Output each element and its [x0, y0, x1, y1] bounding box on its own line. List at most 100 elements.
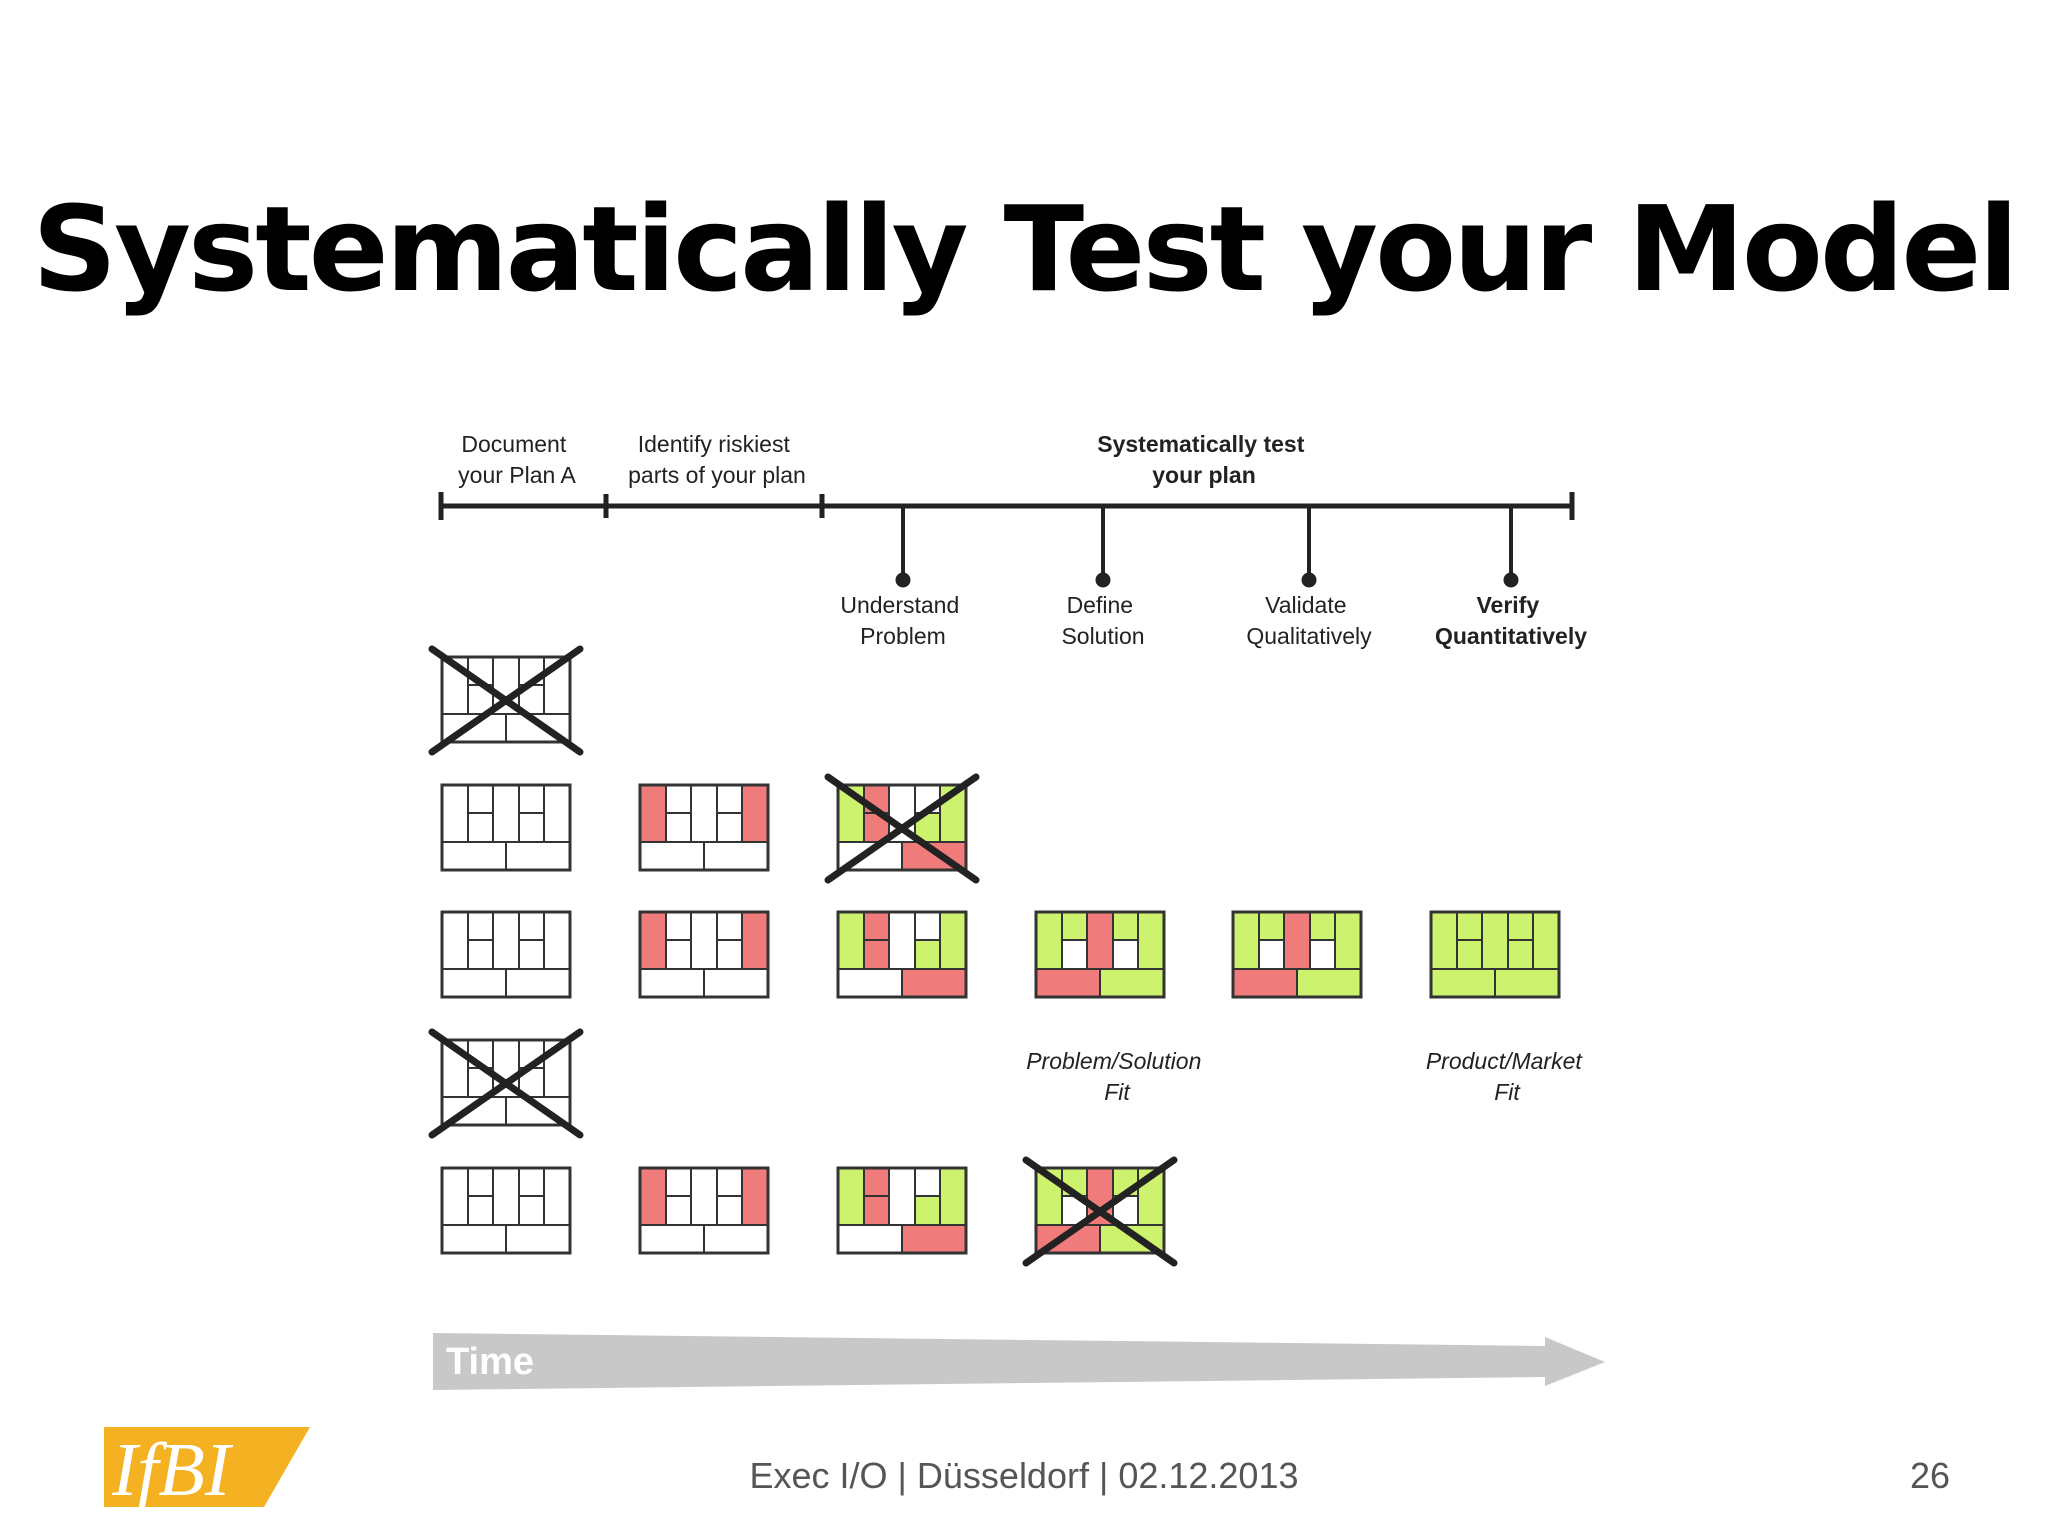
canvas-thumbnail [1034, 910, 1166, 999]
canvas-cell [1309, 939, 1336, 970]
canvas-outline [638, 1166, 770, 1255]
canvas-cell [1232, 911, 1260, 970]
phase-label-document: Document your Plan A [458, 431, 576, 488]
canvas-outline [836, 1166, 968, 1255]
canvas-thumbnail-discarded [824, 773, 980, 884]
canvas-cell [914, 1167, 941, 1197]
canvas-cell [690, 784, 718, 843]
canvas-cell [665, 812, 692, 843]
canvas-cell [441, 784, 469, 843]
canvas-cell [1430, 911, 1458, 970]
canvas-cell [441, 968, 507, 998]
canvas-cell [665, 911, 692, 941]
canvas-cell [1061, 911, 1088, 941]
canvas-thumbnail [1429, 910, 1561, 999]
canvas-cell [467, 1167, 494, 1197]
footer-text: Exec I/O | Düsseldorf | 02.12.2013 [749, 1455, 1299, 1496]
canvas-cell [888, 911, 916, 970]
fit-label-product-market: Product/Market Fit [1426, 1048, 1588, 1105]
canvas-cell [639, 911, 667, 970]
canvas-thumbnail [1231, 910, 1363, 999]
canvas-thumbnail [440, 783, 572, 872]
canvas-cell [1532, 911, 1560, 970]
canvas-outline [1034, 910, 1166, 999]
canvas-outline [836, 783, 968, 872]
page-number: 26 [1909, 1455, 1950, 1496]
canvas-cell [441, 1224, 507, 1254]
canvas-cell [1035, 968, 1101, 998]
milestone-dot [1301, 572, 1317, 588]
ifbi-logo: IfBI [104, 1427, 310, 1507]
canvas-cell [467, 784, 494, 814]
canvas-cell [914, 1195, 941, 1226]
canvas-cell [665, 1195, 692, 1226]
canvas-cell [1309, 911, 1336, 941]
milestone-label-validate: Validate Qualitatively [1246, 592, 1372, 649]
canvas-cell [863, 911, 890, 941]
canvas-cell [837, 1224, 903, 1254]
canvas-cell [665, 939, 692, 970]
canvas-cell [518, 1167, 545, 1197]
canvas-cell [863, 939, 890, 970]
canvas-cell [665, 1167, 692, 1197]
canvas-cell [1099, 968, 1165, 998]
canvas-cell [467, 911, 494, 941]
canvas-outline [440, 1038, 572, 1127]
canvas-cell [939, 1167, 967, 1226]
cross-out-line [428, 645, 584, 756]
canvas-cell [863, 1167, 890, 1197]
canvas-cell [716, 784, 743, 814]
canvas-cell [505, 841, 571, 871]
canvas-outline [440, 1166, 572, 1255]
canvas-cell [1430, 968, 1496, 998]
canvas-outline [638, 910, 770, 999]
canvas-cell [716, 812, 743, 843]
canvas-cell [837, 968, 903, 998]
canvas-outline [440, 655, 572, 744]
canvas-cell [543, 911, 571, 970]
canvas-outline [1231, 910, 1363, 999]
canvas-cell [639, 968, 705, 998]
canvas-cell [1061, 939, 1088, 970]
canvas-cell [467, 812, 494, 843]
canvas-thumbnail-discarded [1022, 1156, 1178, 1267]
canvas-cell [914, 911, 941, 941]
canvas-cell [1035, 911, 1063, 970]
canvas-thumbnail [836, 910, 968, 999]
canvas-outline [440, 783, 572, 872]
canvas-thumbnail [638, 910, 770, 999]
canvas-cell [665, 784, 692, 814]
canvas-cell [492, 1167, 520, 1226]
canvas-thumbnail [638, 783, 770, 872]
canvas-cell [467, 1195, 494, 1226]
canvas-cell [1086, 911, 1114, 970]
phase-label-systematic: Systematically test your plan [1097, 431, 1311, 488]
canvas-cell [505, 968, 571, 998]
canvas-cell [716, 911, 743, 941]
canvas-cell [716, 1167, 743, 1197]
time-label: Time [446, 1341, 534, 1383]
canvas-cell [1137, 911, 1165, 970]
canvas-cell [1283, 911, 1311, 970]
canvas-thumbnail [440, 1166, 572, 1255]
canvas-outline [836, 910, 968, 999]
canvas-cell [690, 1167, 718, 1226]
canvas-cell [1334, 911, 1362, 970]
cross-out-line [428, 1028, 584, 1139]
canvas-cell [741, 784, 769, 843]
lean-canvas-iteration-diagram: Document your Plan A Identify riskiest p… [428, 431, 1605, 1390]
canvas-thumbnail-discarded [428, 1028, 584, 1139]
canvas-cell [441, 1167, 469, 1226]
canvas-outline [440, 910, 572, 999]
canvas-outline [1034, 1166, 1166, 1255]
logo-shape [104, 1427, 310, 1507]
cross-out-line [1022, 1156, 1178, 1267]
canvas-outline [1429, 910, 1561, 999]
canvas-cell [703, 841, 769, 871]
canvas-thumbnail [836, 1166, 968, 1255]
canvas-thumbnail-discarded [428, 645, 584, 756]
canvas-cell [863, 1195, 890, 1226]
canvas-cell [518, 911, 545, 941]
time-arrow: Time [433, 1333, 1605, 1390]
